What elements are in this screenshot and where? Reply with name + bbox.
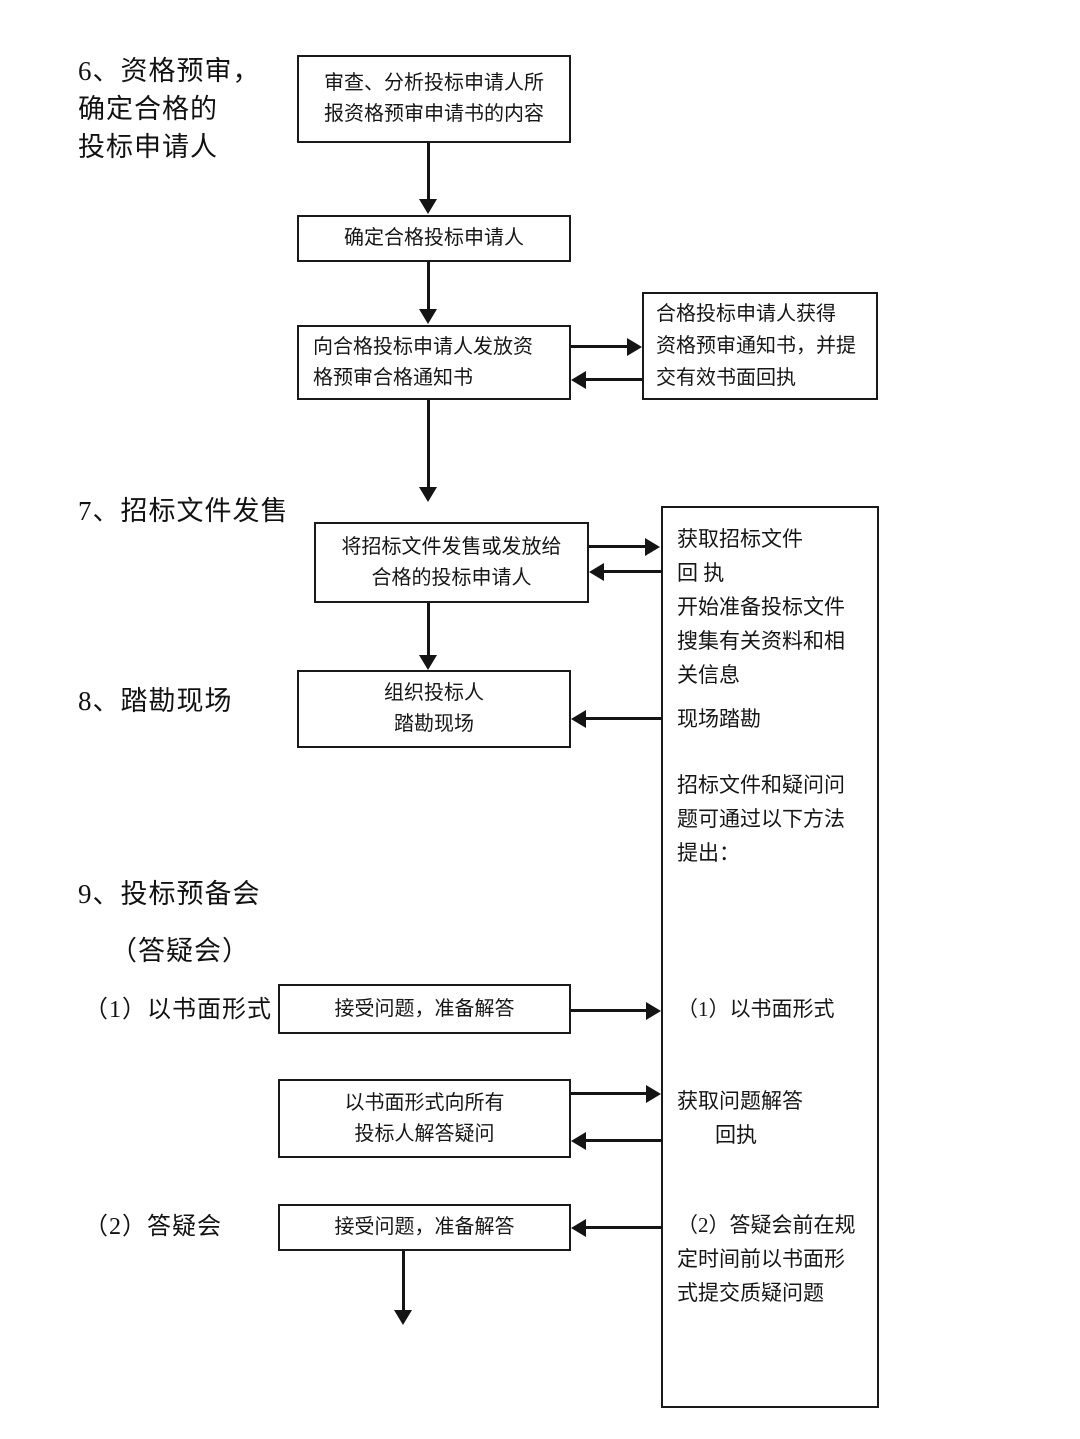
panel-line: 定时间前以书面形 bbox=[677, 1247, 845, 1271]
process-box-review-prequalification: 审查、分析投标申请人所 报资格预审申请书的内容 bbox=[297, 55, 571, 143]
process-box-issue-prequalification-notice: 向合格投标申请人发放资 格预审合格通知书 bbox=[297, 325, 571, 400]
arrow-down-icon bbox=[394, 1310, 412, 1325]
panel-line: 式提交质疑问题 bbox=[677, 1281, 824, 1305]
panel-line: （2）答疑会前在规 bbox=[677, 1213, 856, 1237]
arrow-down-icon bbox=[419, 199, 437, 214]
panel-line: 回 执 bbox=[677, 561, 725, 585]
panel-line: 获取招标文件 bbox=[677, 527, 803, 551]
box-line: 踏勘现场 bbox=[394, 713, 474, 735]
arrow-down-icon bbox=[419, 309, 437, 324]
box-line: 资格预审通知书，并提 bbox=[656, 335, 856, 357]
arrow-right-icon bbox=[627, 338, 642, 356]
connector-b1-to-b2 bbox=[427, 143, 430, 200]
box-line: 交有效书面回执 bbox=[656, 367, 796, 389]
connector-b8-to-panel bbox=[571, 1092, 647, 1095]
box-line: 合格的投标申请人 bbox=[371, 566, 532, 589]
connector-panel-to-b5 bbox=[604, 570, 662, 573]
box-line: 审查、分析投标申请人所 bbox=[324, 72, 544, 94]
panel-line: （1）以书面形式 bbox=[677, 997, 835, 1021]
connector-b9-to-next bbox=[402, 1251, 405, 1311]
connector-b5-to-b6 bbox=[427, 603, 430, 656]
connector-panel-to-b9 bbox=[586, 1226, 662, 1229]
panel-line: 获取问题解答 bbox=[677, 1089, 803, 1113]
process-box-accept-questions-meeting: 接受问题，准备解答 bbox=[278, 1204, 571, 1251]
connector-b2-to-b3 bbox=[427, 262, 430, 310]
panel-line: 关信息 bbox=[677, 663, 740, 687]
process-box-determine-qualified-bidders: 确定合格投标申请人 bbox=[297, 215, 571, 262]
arrow-left-icon bbox=[571, 1132, 586, 1150]
process-box-answer-in-writing: 以书面形式向所有 投标人解答疑问 bbox=[278, 1079, 571, 1158]
arrow-right-icon bbox=[646, 1002, 661, 1020]
connector-b4-to-b3 bbox=[586, 378, 642, 381]
box-line: 接受问题，准备解答 bbox=[334, 1216, 515, 1238]
panel-line: 搜集有关资料和相 bbox=[677, 629, 845, 653]
box-line: 报资格预审申请书的内容 bbox=[324, 103, 544, 125]
process-box-sell-tender-documents: 将招标文件发售或发放给 合格的投标申请人 bbox=[314, 522, 589, 603]
arrow-left-icon bbox=[589, 563, 604, 581]
section-label-6: 6、资格预审， 确定合格的 投标申请人 bbox=[78, 56, 261, 162]
arrow-left-icon bbox=[571, 1219, 586, 1237]
process-box-organize-site-survey: 组织投标人 踏勘现场 bbox=[297, 670, 571, 748]
section-label-8: 8、踏勘现场 bbox=[78, 686, 233, 716]
section-label-7: 7、招标文件发售 bbox=[78, 496, 289, 526]
arrow-down-icon bbox=[419, 487, 437, 502]
box-line: 确定合格投标申请人 bbox=[344, 227, 524, 249]
box-line: 组织投标人 bbox=[384, 682, 484, 704]
panel-line: 招标文件和疑问问 bbox=[677, 773, 845, 797]
panel-line: 开始准备投标文件 bbox=[677, 595, 845, 619]
process-box-accept-questions-written: 接受问题，准备解答 bbox=[278, 984, 571, 1034]
arrow-left-icon bbox=[571, 371, 586, 389]
box-line: 接受问题，准备解答 bbox=[334, 997, 515, 1020]
arrow-right-icon bbox=[645, 538, 660, 556]
arrow-down-icon bbox=[419, 655, 437, 670]
panel-line: 题可通过以下方法 bbox=[677, 807, 845, 831]
connector-b5-to-panel bbox=[589, 545, 646, 548]
process-box-bidder-receives-notice: 合格投标申请人获得 资格预审通知书，并提 交有效书面回执 bbox=[642, 292, 878, 400]
box-line: 投标人解答疑问 bbox=[354, 1122, 495, 1145]
section-label-9-item-2: （2）答疑会 bbox=[84, 1214, 222, 1240]
connector-b3-to-b4 bbox=[571, 345, 628, 348]
box-line: 以书面形式向所有 bbox=[344, 1091, 505, 1114]
section-label-9-sub: （答疑会） bbox=[110, 936, 250, 966]
box-line: 将招标文件发售或发放给 bbox=[341, 535, 562, 558]
arrow-left-icon bbox=[571, 710, 586, 728]
section-label-9: 9、投标预备会 bbox=[78, 879, 261, 909]
box-line: 向合格投标申请人发放资 bbox=[313, 335, 533, 358]
panel-line: 提出： bbox=[677, 841, 740, 865]
panel-line: 现场踏勘 bbox=[677, 707, 761, 731]
bidder-actions-panel: 获取招标文件 回 执 开始准备投标文件 搜集有关资料和相 关信息 现场踏勘 招标… bbox=[661, 506, 879, 1408]
connector-b7-to-panel bbox=[571, 1009, 647, 1012]
box-line: 格预审合格通知书 bbox=[313, 366, 473, 389]
connector-b3-to-b5 bbox=[427, 400, 430, 488]
connector-panel-to-b6 bbox=[586, 717, 662, 720]
panel-line: 回执 bbox=[715, 1123, 757, 1147]
section-label-9-item-1: （1）以书面形式 bbox=[84, 997, 272, 1023]
box-line: 合格投标申请人获得 bbox=[656, 303, 836, 325]
connector-panel-to-b8 bbox=[586, 1139, 662, 1142]
arrow-right-icon bbox=[646, 1085, 661, 1103]
